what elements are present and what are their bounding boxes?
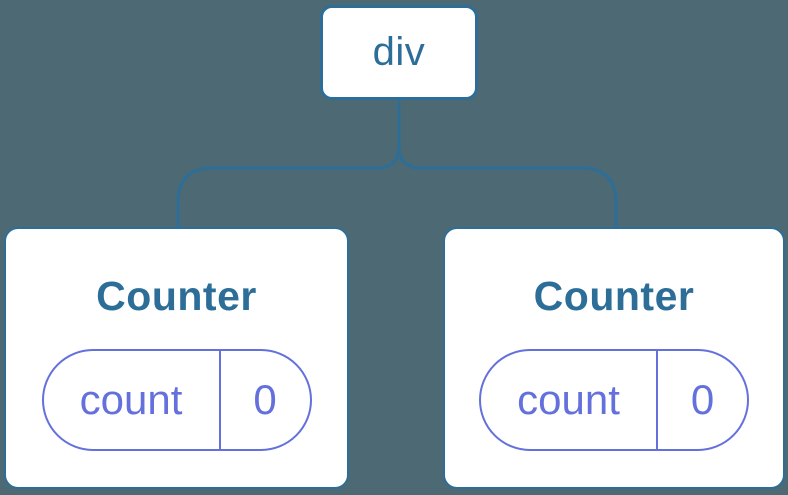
- counter-card-left: Counter count 0: [4, 227, 349, 489]
- connector-branch-right: [397, 144, 618, 230]
- component-name-label: Counter: [533, 272, 695, 319]
- state-key-label: count: [517, 375, 620, 423]
- state-value-label: 0: [218, 350, 310, 449]
- root-node-label: div: [372, 30, 426, 74]
- counter-card-right: Counter count 0: [443, 227, 785, 489]
- connector-branch-left: [176, 144, 401, 230]
- tree-node-root: div: [320, 5, 478, 100]
- tree-connector-lines: [176, 99, 618, 230]
- state-key-label: count: [79, 375, 183, 423]
- component-name-label: Counter: [96, 272, 257, 319]
- state-value-label: 0: [656, 350, 747, 449]
- state-pill: count 0: [41, 348, 312, 451]
- state-pill: count 0: [479, 348, 749, 451]
